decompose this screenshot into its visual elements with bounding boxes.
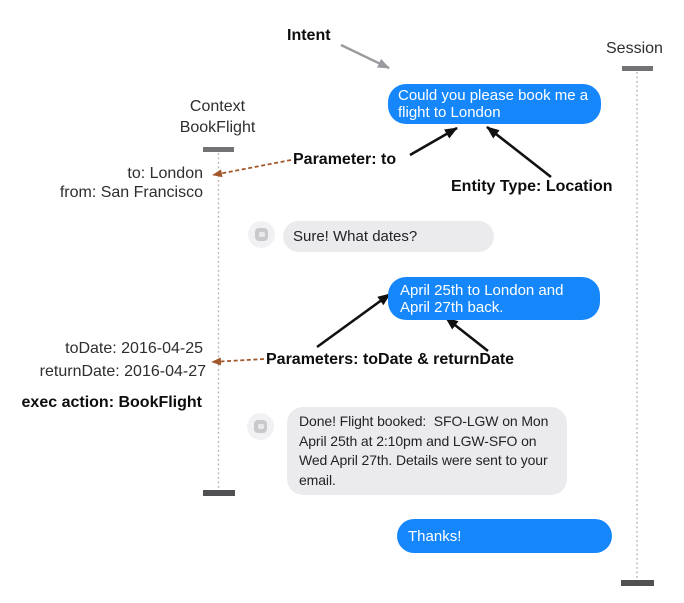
parameters-arrow-left — [316, 292, 391, 349]
bot-avatar-icon — [254, 420, 267, 433]
user-message-bubble-1: Could you please book me a flight to Lon… — [388, 84, 601, 124]
entity-type-label: Entity Type: Location — [451, 178, 613, 195]
session-span-top-cap — [622, 66, 653, 71]
context-value-returndate: returnDate: 2016-04-27 — [39, 363, 206, 380]
parameter-to-label: Parameter: to — [293, 151, 397, 168]
parameters-label: Parameters: toDate & returnDate — [266, 351, 515, 368]
context-title: Context BookFlight — [150, 96, 285, 138]
bot-message-text-1: Sure! What dates? — [293, 228, 418, 245]
context-title-line2: BookFlight — [179, 119, 256, 136]
bot-message-bubble-2: Done! Flight booked: SFO-LGW on Mon Apri… — [287, 407, 567, 495]
bot-avatar — [248, 221, 275, 248]
user-message-text-2: April 25th to London and April 27th back… — [400, 281, 567, 316]
bot-avatar — [247, 413, 274, 440]
bot-avatar-icon — [255, 228, 268, 241]
bot-message-text-2: Done! Flight booked: SFO-LGW on Mon Apri… — [299, 413, 552, 488]
context-value-todate: toDate: 2016-04-25 — [65, 340, 203, 357]
context-span-top-cap — [203, 147, 234, 152]
context-value-from: from: San Francisco — [59, 184, 203, 201]
parameter-to-arrow — [409, 126, 458, 157]
session-label: Session — [606, 40, 663, 57]
bot-app-glyph — [258, 232, 265, 237]
user-message-bubble-3: Thanks! — [397, 519, 612, 553]
context-dates-arrow — [211, 357, 265, 366]
intent-label: Intent — [287, 27, 331, 44]
session-span-bottom-cap — [621, 580, 654, 586]
intent-arrow — [340, 43, 390, 70]
exec-action-label: exec action: BookFlight — [21, 394, 202, 411]
bot-message-bubble-1: Sure! What dates? — [283, 221, 494, 252]
user-message-text-3: Thanks! — [408, 527, 462, 545]
user-message-bubble-2: April 25th to London and April 27th back… — [388, 277, 600, 320]
entity-type-arrow — [486, 125, 552, 179]
user-message-text-1: Could you please book me a flight to Lon… — [398, 87, 593, 121]
bot-app-glyph — [257, 424, 264, 429]
context-title-line1: Context — [189, 98, 246, 115]
parameters-arrow-right — [445, 316, 489, 353]
context-span-bottom-cap — [203, 490, 235, 496]
context-value-to: to: London — [127, 165, 203, 182]
context-to-arrow — [212, 159, 292, 178]
